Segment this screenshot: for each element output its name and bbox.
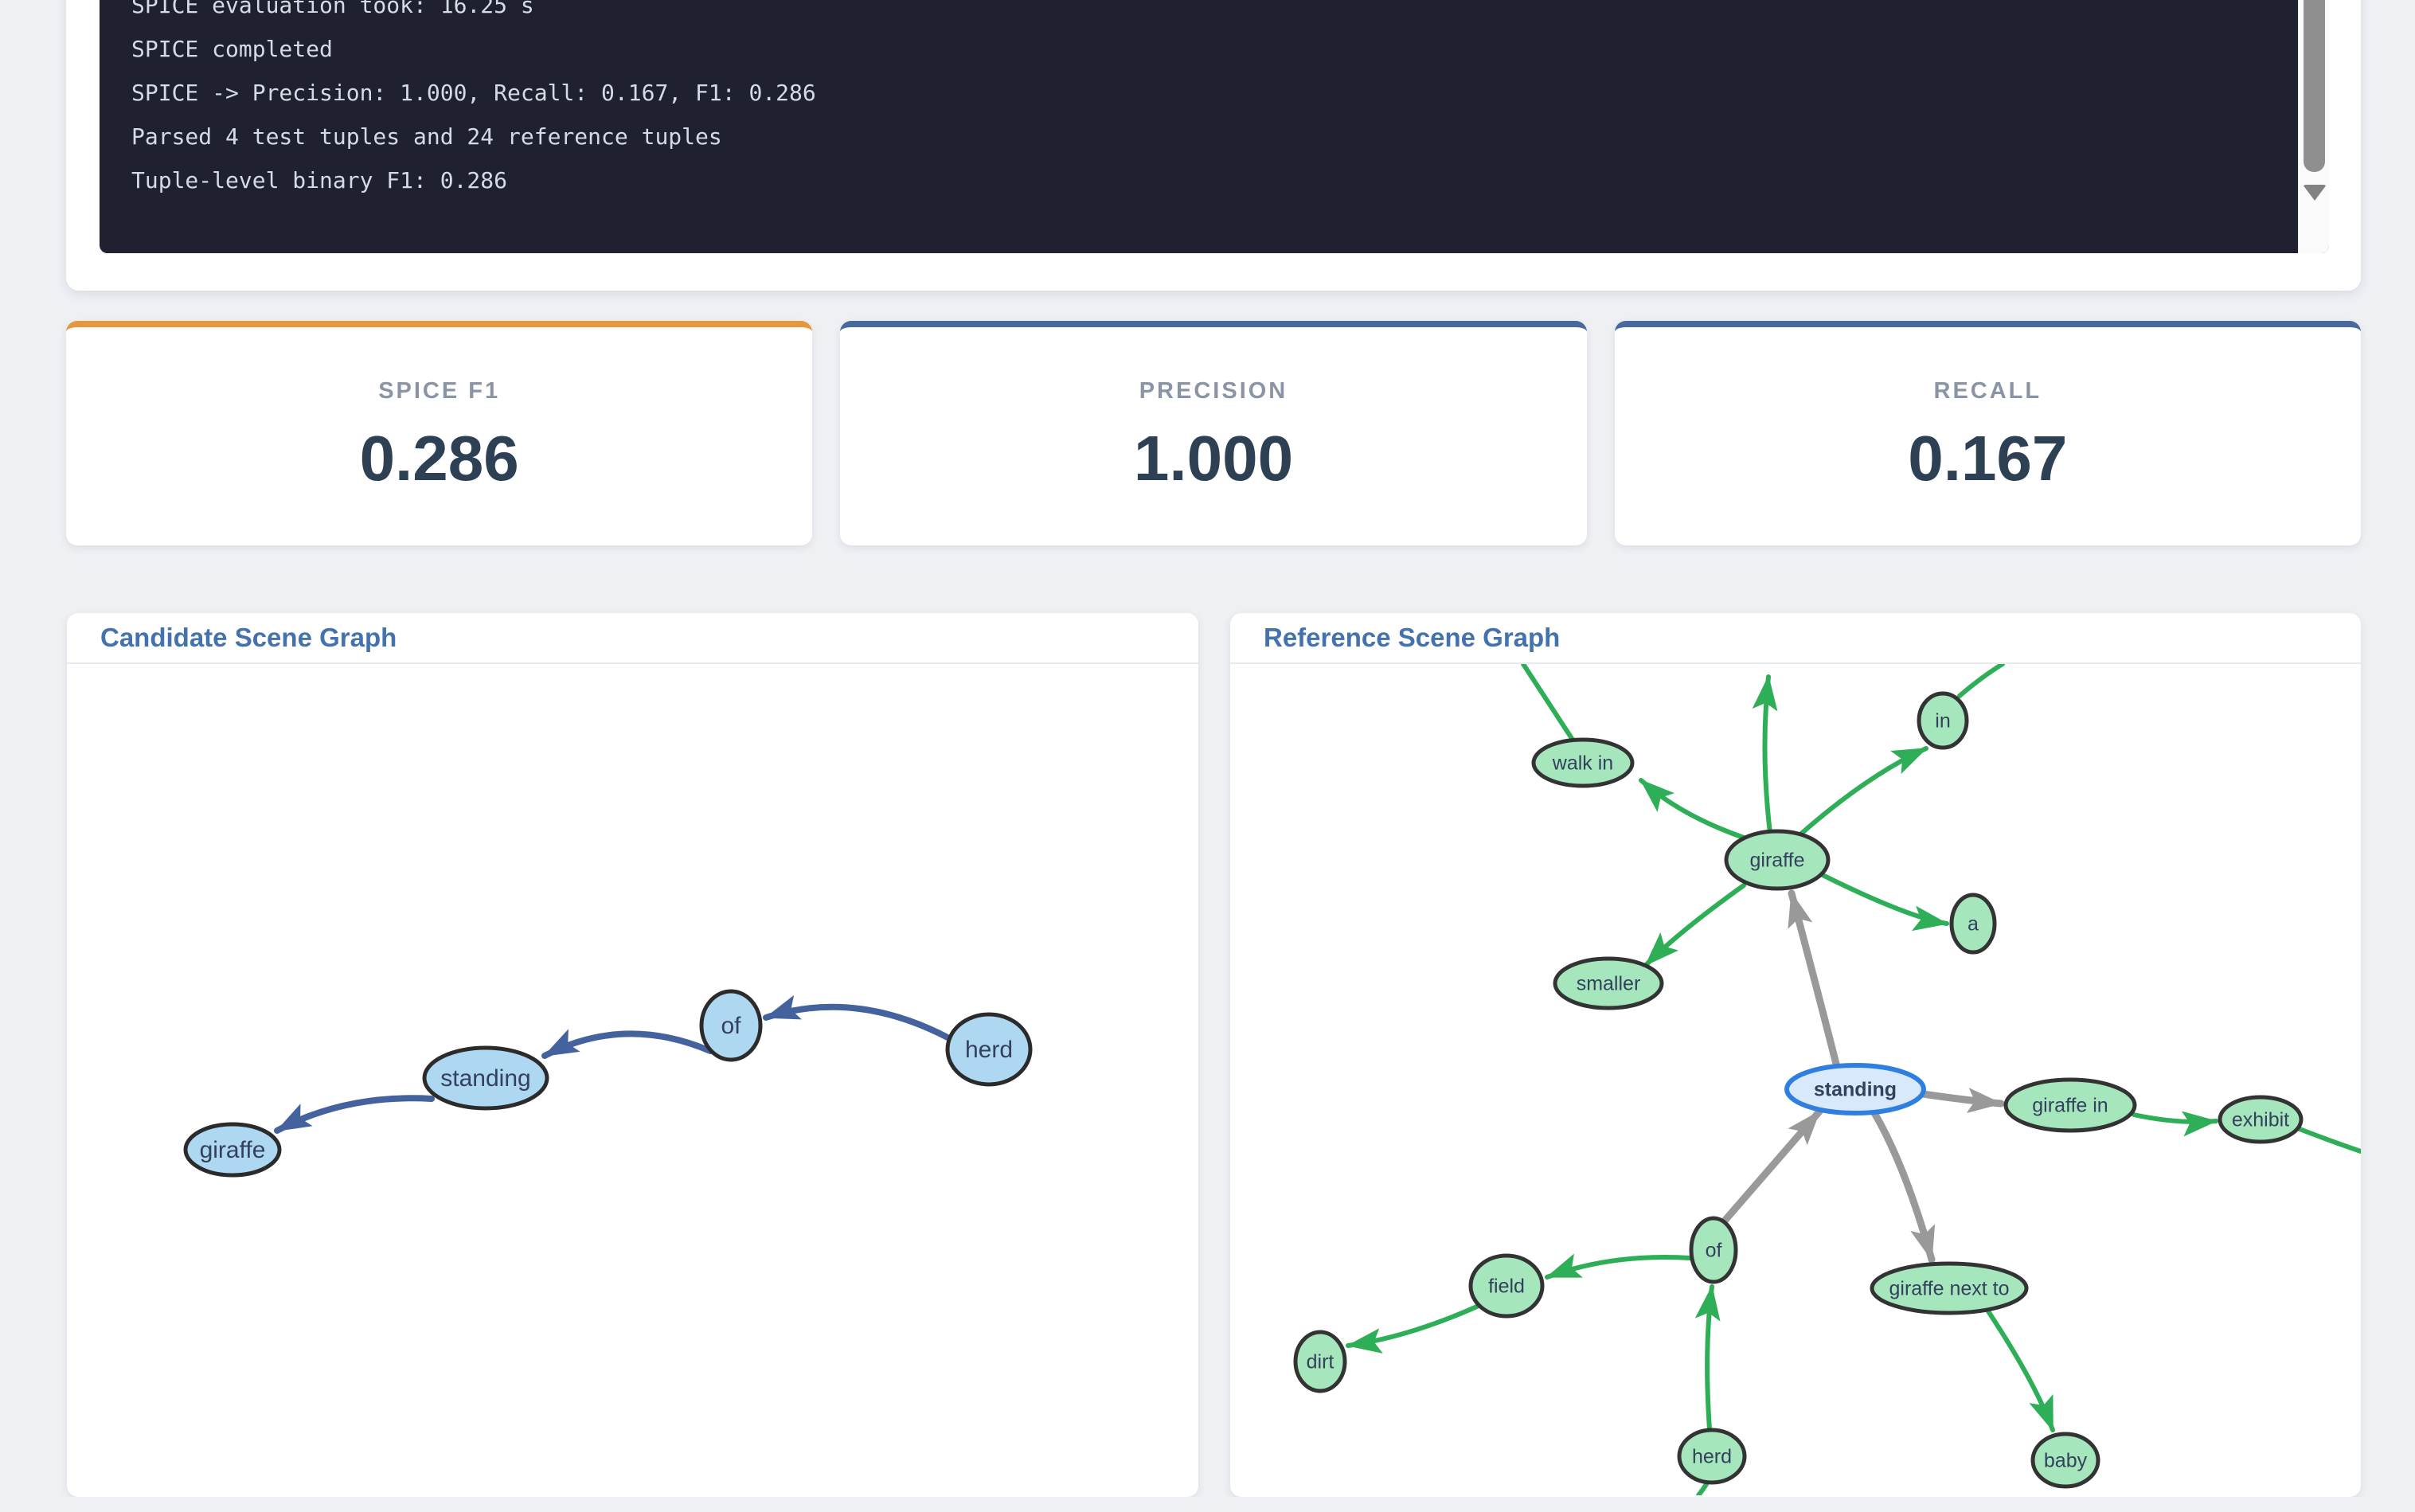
page-background-strip [0,1497,2415,1512]
svg-text:giraffe next to: giraffe next to [1889,1278,2009,1300]
panel-header: Reference Scene Graph [1230,613,2361,664]
svg-text:smaller: smaller [1577,973,1641,995]
edge-of-to-field[interactable] [1545,1253,1693,1280]
svg-text:of: of [1706,1240,1722,1262]
edge-standing-to-giraffe-next-to[interactable] [1870,1108,1936,1264]
svg-text:standing: standing [440,1065,530,1092]
svg-text:giraffe: giraffe [200,1137,266,1163]
svg-text:walk in: walk in [1552,752,1613,775]
svg-text:a: a [1968,913,1979,936]
console-log[interactable]: Warning: Nashorn engine is planned to be… [100,0,2329,253]
node-standing[interactable]: standing [422,1045,549,1111]
node-a[interactable]: a [1949,893,1997,955]
node-standing[interactable]: standing [1784,1063,1926,1115]
svg-text:herd: herd [965,1037,1013,1063]
panel-header: Candidate Scene Graph [67,613,1198,664]
panel-title: Reference Scene Graph [1264,623,1561,652]
node-of[interactable]: of [699,989,763,1062]
console-scrollbar[interactable] [2298,0,2329,253]
node-in[interactable]: in [1917,691,1969,750]
svg-text:dirt: dirt [1307,1351,1335,1373]
console-card: Warning: Nashorn engine is planned to be… [66,0,2361,291]
reference-scene-graph-panel: Reference Scene Graph walk in in giraffe a s… [1230,613,2361,1497]
node-walk-in[interactable]: walk in [1531,737,1635,788]
edge-field-to-dirt[interactable] [1346,1303,1481,1354]
node-field[interactable]: field [1468,1253,1545,1319]
console-line: SPICE -> Precision: 1.000, Recall: 0.167… [131,80,816,106]
edge-giraffe-to-a[interactable] [1815,870,1949,932]
edge-giraffe-next-to-to-baby[interactable] [1984,1307,2055,1432]
metric-value: 0.167 [1908,422,2068,494]
edge-in-to-offscreen-top[interactable] [1957,664,2005,698]
edge-of-to-standing[interactable] [541,1029,713,1059]
svg-text:baby: baby [2044,1450,2088,1472]
metric-label: PRECISION [1139,377,1288,404]
metric-value: 1.000 [1133,422,1294,494]
metric-label: SPICE F1 [378,377,501,404]
node-baby[interactable]: baby [2030,1432,2100,1489]
console-scrollbar-thumb[interactable] [2304,0,2325,172]
node-giraffe[interactable]: giraffe [183,1122,282,1178]
metrics-row: SPICE F1 0.286 PRECISION 1.000 RECALL 0.… [66,321,2361,545]
scroll-down-arrow-icon[interactable] [2303,185,2327,201]
edge-standing-to-giraffe-in[interactable] [1919,1088,2005,1114]
edge-herd-to-of[interactable] [1694,1284,1721,1432]
metric-value: 0.286 [359,422,519,494]
svg-text:standing: standing [1814,1079,1897,1101]
edge-giraffe-in-to-exhibit[interactable] [2132,1111,2218,1137]
candidate-scene-graph-panel: Candidate Scene Graph giraffe standing of h… [67,613,1198,1497]
edge-standing-to-giraffe[interactable] [274,1095,435,1134]
panel-title: Candidate Scene Graph [100,623,397,652]
node-giraffe-next-to[interactable]: giraffe next to [1870,1261,2029,1315]
node-smaller[interactable]: smaller [1553,956,1664,1010]
candidate-graph-canvas[interactable]: giraffe standing of herd [67,664,1198,1495]
node-herd[interactable]: herd [945,1012,1033,1087]
console-lines: Warning: Nashorn engine is planned to be… [131,0,2281,202]
edge-walk-in-to-offscreen-top[interactable] [1521,664,1577,744]
metric-card-recall: RECALL 0.167 [1614,321,2361,545]
metric-label: RECALL [1933,377,2042,404]
edge-giraffe-to-walk-in[interactable] [1639,778,1746,840]
svg-text:herd: herd [1692,1446,1732,1468]
console-line: SPICE completed [131,36,333,62]
console-line: SPICE evaluation took: 16.25 s [131,0,534,18]
edge-standing-to-giraffe[interactable] [1788,889,1841,1071]
svg-text:of: of [721,1013,741,1039]
svg-text:exhibit: exhibit [2232,1109,2289,1131]
node-giraffe-in[interactable]: giraffe in [2003,1077,2137,1133]
metric-card-precision: PRECISION 1.000 [840,321,1587,545]
node-dirt[interactable]: dirt [1293,1330,1347,1393]
svg-text:giraffe: giraffe [1749,850,1804,872]
console-line: Tuple-level binary F1: 0.286 [131,167,508,193]
node-exhibit[interactable]: exhibit [2218,1095,2304,1144]
reference-graph-canvas[interactable]: walk in in giraffe a smaller standing giraffe … [1230,664,2361,1495]
metric-card-spice-f1: SPICE F1 0.286 [66,321,813,545]
node-herd[interactable]: herd [1677,1428,1747,1485]
edge-of-to-standing[interactable] [1721,1108,1823,1224]
edge-giraffe-to-smaller[interactable] [1643,883,1746,967]
edge-giraffe-to-offscreen-top[interactable] [1752,674,1778,835]
edge-exhibit-to-offscreen-right[interactable] [2297,1127,2361,1154]
svg-text:in: in [1935,710,1950,733]
console-line: Parsed 4 test tuples and 24 reference tu… [131,123,722,150]
svg-text:field: field [1488,1276,1525,1298]
node-giraffe[interactable]: giraffe [1724,829,1831,891]
edge-giraffe-to-in[interactable] [1798,746,1928,837]
node-of[interactable]: of [1689,1216,1738,1284]
svg-text:giraffe in: giraffe in [2032,1095,2108,1117]
edge-herd-to-of[interactable] [763,994,952,1041]
